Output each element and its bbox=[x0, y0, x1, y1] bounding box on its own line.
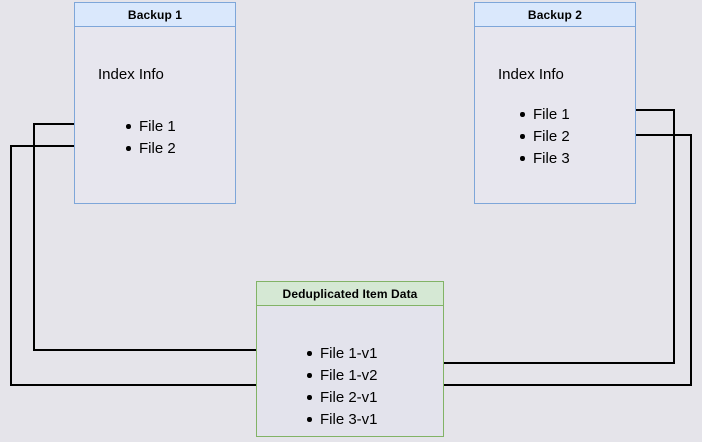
backup-2-file-list: File 1 File 2 File 3 bbox=[519, 107, 570, 166]
dedup-item: File 1-v1 bbox=[306, 346, 378, 361]
backup-1-file-list: File 1 File 2 bbox=[125, 119, 176, 156]
deduplicated-item-data-box: Deduplicated Item Data File 1-v1 File 1-… bbox=[256, 281, 444, 437]
backup-1-box: Backup 1 Index Info File 1 File 2 bbox=[74, 2, 236, 204]
backup-1-body: Index Info File 1 File 2 bbox=[75, 27, 235, 203]
backup-1-title: Backup 1 bbox=[75, 3, 235, 27]
deduplicated-item-data-body: File 1-v1 File 1-v2 File 2-v1 File 3-v1 bbox=[257, 306, 443, 436]
backup-1-file-item: File 1 bbox=[125, 119, 176, 134]
backup-2-index-info-label: Index Info bbox=[498, 66, 564, 83]
backup-2-file-item: File 3 bbox=[519, 151, 570, 166]
dedup-item: File 2-v1 bbox=[306, 390, 378, 405]
backup-1-file-item: File 2 bbox=[125, 141, 176, 156]
backup-2-box: Backup 2 Index Info File 1 File 2 File 3 bbox=[474, 2, 636, 204]
dedup-item: File 3-v1 bbox=[306, 412, 378, 427]
backup-2-file-item: File 2 bbox=[519, 129, 570, 144]
dedup-item-list: File 1-v1 File 1-v2 File 2-v1 File 3-v1 bbox=[306, 346, 378, 427]
backup-2-file-item: File 1 bbox=[519, 107, 570, 122]
backup-2-title: Backup 2 bbox=[475, 3, 635, 27]
backup-2-body: Index Info File 1 File 2 File 3 bbox=[475, 27, 635, 203]
backup-1-index-info-label: Index Info bbox=[98, 66, 164, 83]
dedup-item: File 1-v2 bbox=[306, 368, 378, 383]
deduplicated-item-data-title: Deduplicated Item Data bbox=[257, 282, 443, 306]
